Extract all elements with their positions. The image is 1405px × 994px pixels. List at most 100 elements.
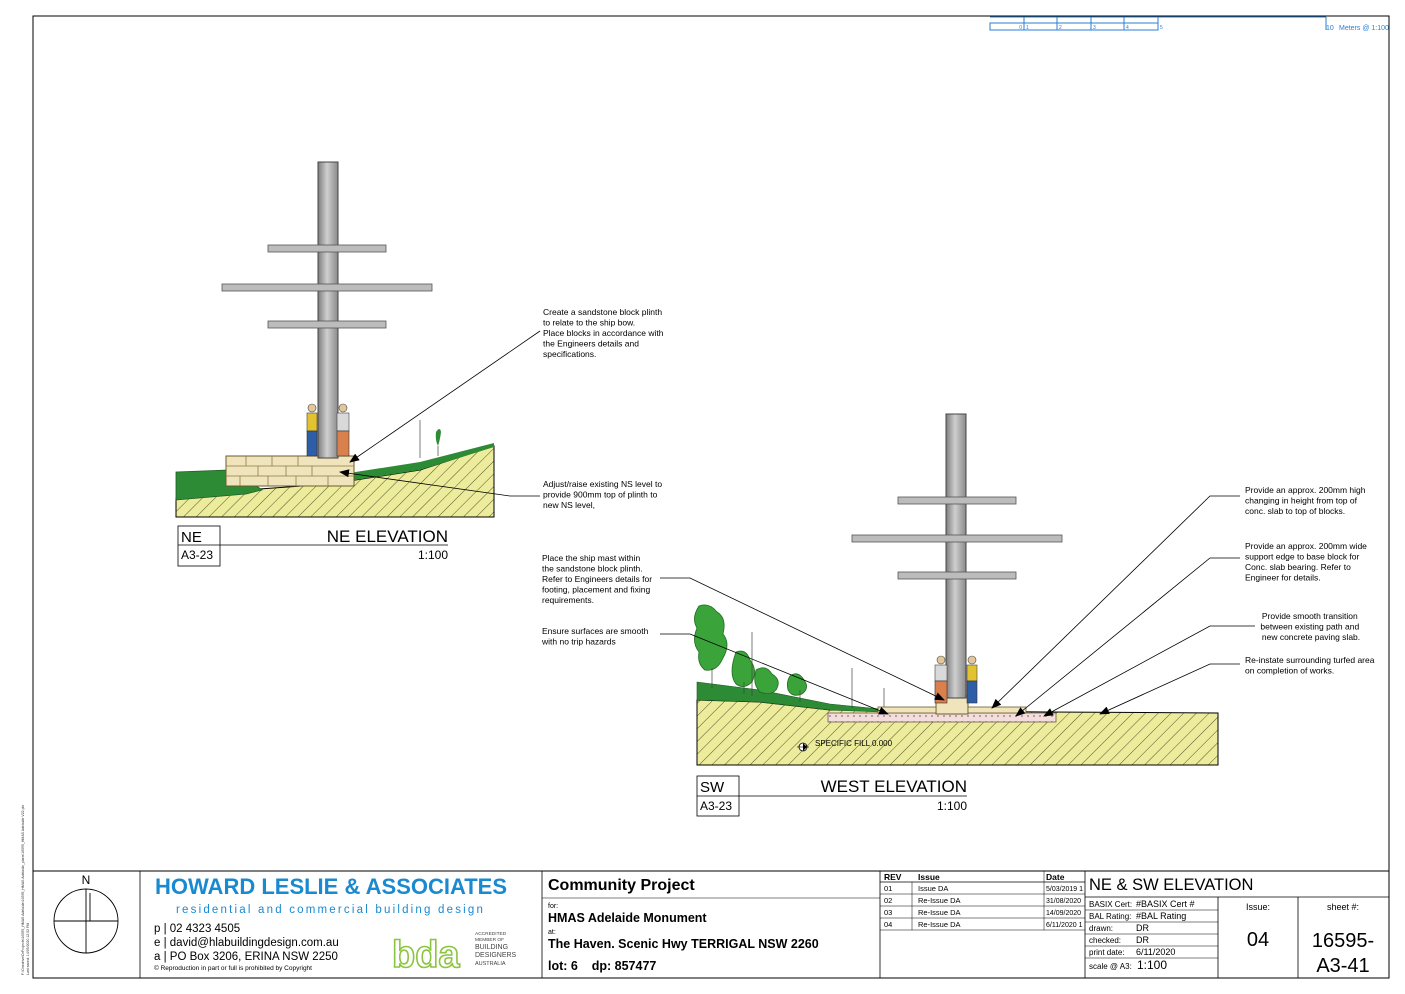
- for-label: for:: [548, 903, 558, 910]
- rev-header: Issue: [918, 872, 940, 882]
- ne-mast-yard: [221, 283, 433, 292]
- sw-mast-yard: [851, 534, 1063, 543]
- ne-view-scale: 1:100: [418, 548, 448, 562]
- sw-tree-group: [694, 604, 807, 696]
- scale-tick: 1: [1026, 25, 1029, 31]
- revision-date: 14/09/2020: [1046, 910, 1081, 917]
- sw-note-mast: Place the ship mast within the sandstone…: [542, 553, 654, 605]
- north-label: N: [82, 873, 91, 887]
- lot-dp: lot: 6 dp: 857477: [548, 959, 656, 973]
- site-address: The Haven. Scenic Hwy TERRIGAL NSW 2260: [548, 937, 819, 951]
- sw-view-ref: A3-23: [700, 799, 732, 813]
- sw-view-name: WEST ELEVATION: [821, 777, 967, 796]
- sw-view-code: SW: [700, 779, 725, 796]
- bda-caption: ACCREDITED: [475, 931, 507, 937]
- sw-note-turf: Re-instate surrounding turfed area on co…: [1245, 655, 1377, 676]
- revision-date: 31/08/2020: [1046, 898, 1081, 905]
- ne-plant: [419, 420, 441, 458]
- file-path-note: F:\Onedrive\DrProjects\16595_HMAS Adelai…: [21, 805, 25, 975]
- issue-number: 04: [1247, 929, 1269, 951]
- sw-mast-yard: [897, 496, 1017, 505]
- bda-word: AUSTRALIA: [475, 961, 506, 967]
- scale-label: Meters @ 1:100: [1339, 25, 1389, 32]
- revision-number: 01: [884, 884, 892, 893]
- sw-ground-label: SPECIFIC FILL 0.000: [815, 739, 893, 748]
- detail-label: print date:: [1089, 948, 1125, 957]
- ne-note-ns-level: Adjust/raise existing NS level to provid…: [543, 479, 664, 510]
- detail-label: scale @ A3:: [1089, 962, 1132, 971]
- sheet-number-label: sheet #:: [1327, 902, 1359, 912]
- sw-note-transition: Provide smooth transition between existi…: [1260, 611, 1361, 642]
- copyright-note: © Reproduction in part or full is prohib…: [154, 964, 312, 972]
- firm-phone: p | 02 4323 4505: [154, 923, 240, 935]
- ne-view-name: NE ELEVATION: [327, 527, 448, 546]
- sheet-title: NE & SW ELEVATION: [1089, 876, 1253, 894]
- scale-tick: 10: [1326, 25, 1334, 32]
- detail-value: 1:100: [1137, 958, 1167, 972]
- rev-header: REV: [884, 872, 902, 882]
- scale-tick: 4: [1126, 25, 1129, 31]
- ne-note-plinth: Create a sandstone block plinth to relat…: [543, 307, 666, 359]
- scale-tick: 2: [1059, 25, 1062, 31]
- sw-support-edge: [877, 706, 937, 714]
- detail-value: #BASIX Cert #: [1136, 899, 1195, 909]
- sw-level-marker: SPECIFIC FILL 0.000: [797, 739, 893, 752]
- bda-word: BUILDING: [475, 944, 508, 951]
- detail-value: DR: [1136, 935, 1149, 945]
- north-arrow-icon: N: [53, 873, 119, 954]
- west-elevation-view: SPECIFIC FILL 0.000 Place the ship mast …: [541, 413, 1377, 817]
- title-block: N HOWARD LESLIE & ASSOCIATES residential…: [32, 870, 1390, 979]
- issue-label: Issue:: [1246, 902, 1270, 912]
- scale-tick: 3: [1093, 25, 1096, 31]
- bda-word: DESIGNERS: [475, 952, 517, 959]
- scale-bar: 0 1 2 3 4 5 10 Meters @ 1:100: [989, 16, 1389, 32]
- ne-view-title: NE A3-23 NE ELEVATION 1:100: [177, 525, 448, 567]
- detail-label: BASIX Cert:: [1089, 900, 1132, 909]
- sw-note-support-edge: Provide an approx. 200mm wide support ed…: [1245, 541, 1369, 583]
- margin-notes: F:\Onedrive\DrProjects\16595_HMAS Adelai…: [21, 805, 30, 975]
- revision-issue: Re-Issue DA: [918, 896, 961, 905]
- sheet-number: A3-41: [1316, 955, 1369, 977]
- rev-header: Date: [1046, 872, 1065, 882]
- revision-date: 5/03/2019 1: [1046, 886, 1083, 893]
- client-name: HMAS Adelaide Monument: [548, 911, 707, 925]
- project-name: Community Project: [548, 877, 695, 894]
- ne-ship-mast: [317, 161, 339, 459]
- sw-ship-mast: [945, 413, 967, 699]
- ne-mast-yard: [267, 320, 387, 329]
- revision-date: 6/11/2020 1: [1046, 922, 1083, 929]
- sw-mast-yard: [897, 571, 1017, 580]
- firm-tagline: residential and commercial building desi…: [176, 904, 485, 916]
- ne-view-code: NE: [181, 529, 202, 546]
- detail-value: DR: [1136, 923, 1149, 933]
- revision-issue: Re-Issue DA: [918, 920, 961, 929]
- detail-label: drawn:: [1089, 924, 1113, 933]
- revision-number: 04: [884, 920, 892, 929]
- firm-email: e | david@hlabuildingdesign.com.au: [154, 937, 339, 949]
- detail-label: BAL Rating:: [1089, 912, 1131, 921]
- last-saved-note: Last saved: 14/09/2020 12:52 PM: [26, 923, 30, 975]
- ne-person-figure: [336, 403, 350, 457]
- sw-note-height: Provide an approx. 200mm high changing i…: [1245, 485, 1368, 516]
- revision-number: 02: [884, 896, 892, 905]
- revision-issue: Issue DA: [918, 884, 948, 893]
- sw-note-surfaces: Ensure surfaces are smooth with no trip …: [541, 626, 651, 647]
- revision-issue: Re-Issue DA: [918, 908, 961, 917]
- bda-mark: bda: [392, 934, 460, 976]
- detail-value: 6/11/2020: [1136, 947, 1175, 957]
- sw-view-title: SW A3-23 WEST ELEVATION 1:100: [696, 775, 967, 817]
- firm-name: HOWARD LESLIE & ASSOCIATES: [155, 874, 507, 899]
- scale-tick: 0: [1019, 25, 1022, 31]
- ne-person-figure: [306, 403, 318, 457]
- ne-grass-slope: [330, 443, 494, 484]
- detail-label: checked:: [1089, 936, 1121, 945]
- bda-caption: MEMBER OF: [475, 937, 504, 943]
- sw-view-scale: 1:100: [937, 799, 967, 813]
- sw-support-edge: [967, 706, 1027, 714]
- bda-logo: bda ACCREDITED MEMBER OF BUILDING DESIGN…: [391, 931, 517, 977]
- sw-person-figure: [966, 655, 978, 704]
- ne-sandstone-plinth: [225, 455, 355, 487]
- ne-view-ref: A3-23: [181, 548, 213, 562]
- scale-tick: 5: [1160, 25, 1163, 31]
